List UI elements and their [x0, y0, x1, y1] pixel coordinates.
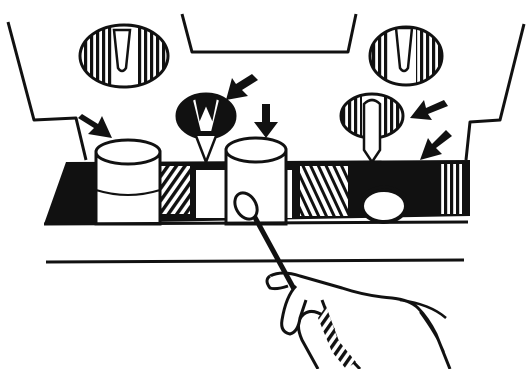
arrow-capstan — [254, 104, 278, 138]
arrow-erase-head — [226, 74, 258, 100]
left-reel-window — [78, 22, 170, 92]
arrow-playback-head — [410, 100, 448, 120]
pinch-roller — [362, 187, 406, 222]
left-roller — [96, 140, 160, 224]
arrow-left-roller — [78, 114, 112, 138]
arrow-pinch-roller — [420, 130, 452, 160]
hand — [267, 273, 450, 369]
right-reel-window — [368, 24, 444, 88]
deck-base-lines — [44, 222, 468, 262]
playback-head — [340, 94, 404, 162]
